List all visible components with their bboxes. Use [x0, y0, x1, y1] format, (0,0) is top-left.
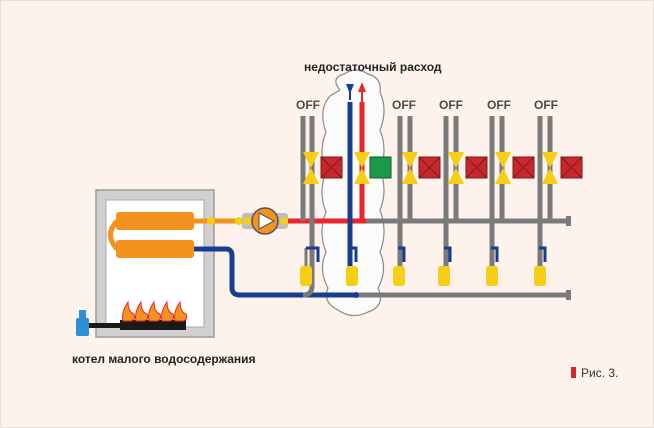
circuit-3: [393, 116, 441, 286]
low-flow-highlight-cloud: [321, 69, 385, 317]
heat-exchanger-bottom: [116, 240, 194, 258]
off-label-circuit-4: OFF: [439, 98, 463, 112]
circuit-2-low-flow: [346, 82, 392, 298]
boiler-caption: котел малого водосодержания: [72, 352, 256, 366]
circuit-4: [438, 116, 488, 286]
heat-exchanger-link: [108, 219, 119, 251]
figure-marker-icon: [571, 367, 576, 378]
burner-bar: [120, 320, 186, 330]
circuit-1: [300, 116, 343, 298]
off-label-circuit-5: OFF: [487, 98, 511, 112]
circulation-pump-icon: [242, 207, 288, 235]
burner-flames-icon: [122, 300, 188, 322]
gas-valve-icon: [76, 310, 121, 336]
circuit-6: [534, 116, 583, 286]
off-label-circuit-1: OFF: [296, 98, 320, 112]
off-label-circuit-6: OFF: [534, 98, 558, 112]
return-pipe-boiler: [194, 246, 356, 298]
circuit-5: [486, 116, 535, 286]
actuator-open-icon: [369, 156, 392, 179]
off-label-circuit-3: OFF: [392, 98, 416, 112]
diagram-title: недостаточный расход: [304, 60, 442, 74]
heat-exchanger-top: [116, 212, 194, 230]
figure-label: Рис. 3.: [571, 366, 618, 380]
figure-label-text: Рис. 3.: [581, 366, 619, 380]
